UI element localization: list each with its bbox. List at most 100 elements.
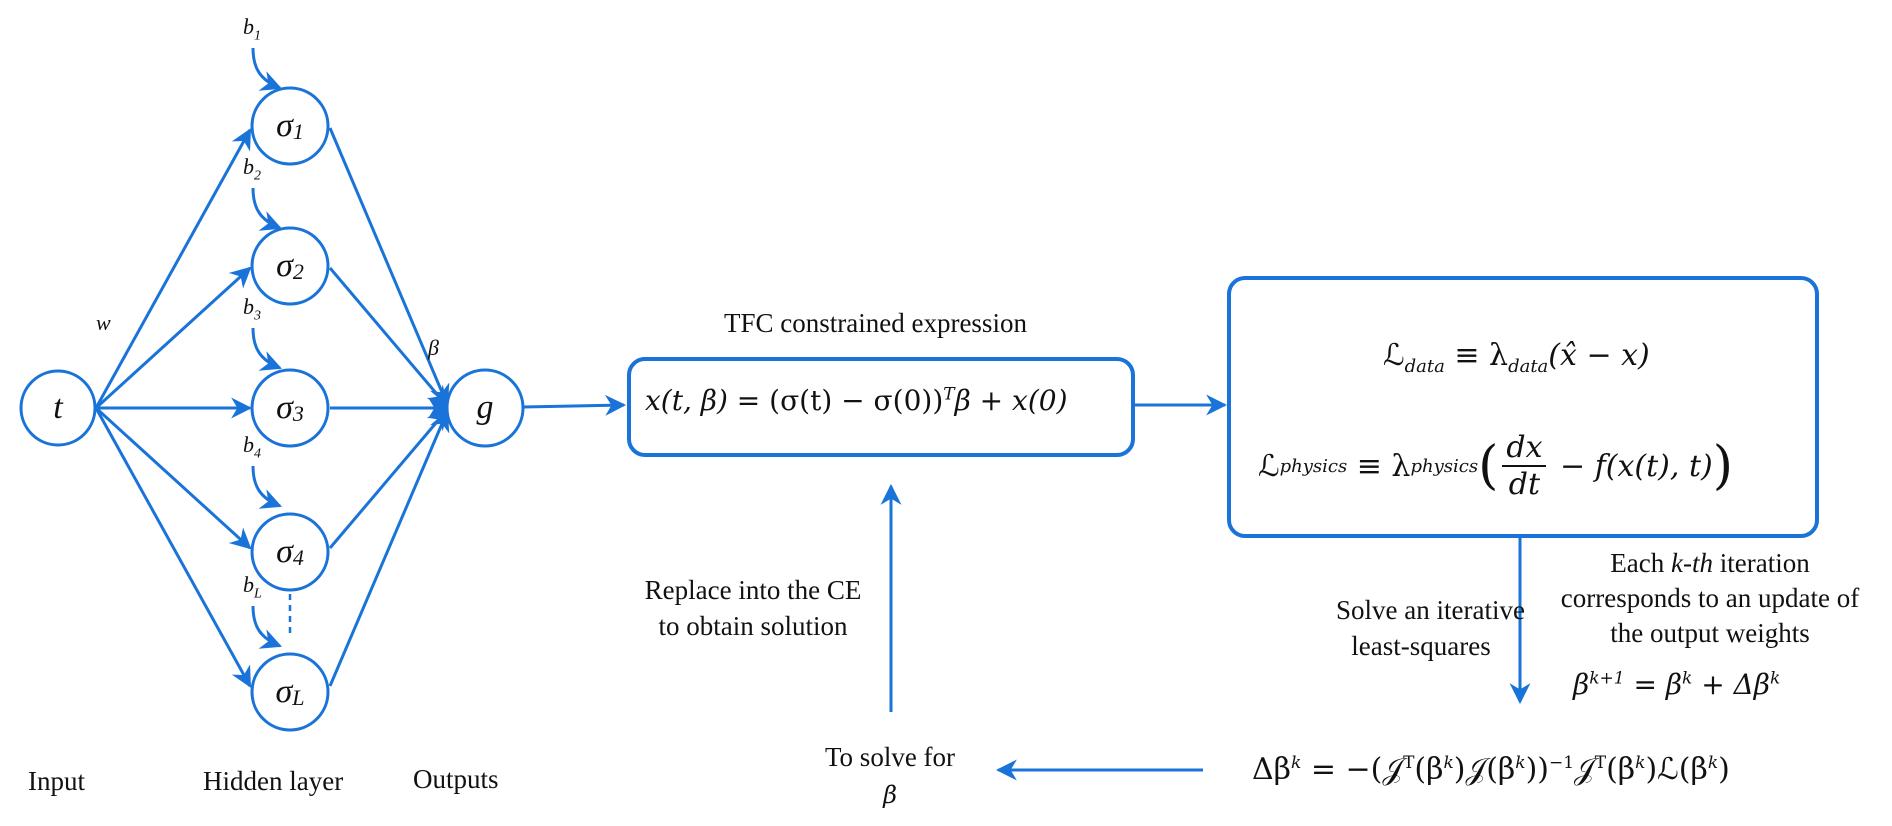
hidden-node-subscript: 2 — [292, 259, 304, 284]
bias-subscript: 4 — [254, 446, 261, 462]
delta-beta-lhs: Δβ — [1252, 752, 1292, 787]
solve-iterative-line1: Solve an iterative — [1336, 595, 1525, 625]
bias-arrow-4 — [251, 465, 282, 509]
edge-input-hiddenL — [94, 407, 252, 688]
loss-symbol: ℒ — [1383, 338, 1405, 373]
delta-beta-equation: Δβk = −(𝒥T(βk)𝒥(βk))−1𝒥T(βk)ℒ(βk) — [1252, 752, 1730, 787]
kth-iteration-text: Each k-th iteration corresponds to an up… — [1540, 546, 1880, 651]
tfc-eq-paren: (σ(t) − σ(0)) — [769, 384, 944, 417]
edge-hidden4-output — [328, 408, 449, 549]
bias-symbol: b — [243, 14, 254, 39]
loss-sub: physics — [1279, 455, 1348, 477]
edge-hidden2-output — [328, 267, 449, 408]
layer-label-input: Input — [28, 766, 85, 796]
hidden-node-4-circle — [250, 512, 330, 592]
loss-physics-tail: − f(x(t), t) — [1550, 448, 1713, 484]
loss-equiv: ≡ λ — [1444, 338, 1509, 373]
replace-ce-line2: to obtain solution — [658, 611, 848, 641]
beta-plus: + Δβ — [1692, 668, 1770, 701]
hidden-node-subscript: 3 — [292, 401, 304, 426]
tfc-eq-lhs: x(t, β) = — [645, 384, 770, 417]
loss-data-equation: ℒdata ≡ λdata(x̂ − x) — [1383, 338, 1650, 377]
bias-subscript: L — [254, 586, 262, 602]
bias-label-2: b2 — [243, 154, 261, 184]
input-node: t — [18, 368, 98, 448]
replace-ce-text: Replace into the CE to obtain solution — [628, 572, 878, 644]
bias-subscript: 3 — [254, 308, 261, 324]
bias-label-1: b1 — [243, 14, 261, 44]
tfc-box — [627, 357, 1135, 457]
beta-sup: k — [1682, 668, 1693, 689]
layer-label-hidden: Hidden layer — [203, 766, 344, 796]
loss-data-body: (x̂ − x) — [1548, 338, 1650, 373]
beta-sup: k — [1770, 668, 1781, 689]
input-node-label: t — [53, 389, 63, 426]
input-node-circle — [19, 369, 97, 447]
delta-eq: = −(𝒥 — [1301, 752, 1404, 787]
delta-part: T — [1594, 753, 1607, 773]
edge-hiddenL-output — [328, 410, 450, 687]
replace-ce-line1: Replace into the CE — [644, 575, 862, 605]
edge-hidden1-output — [328, 127, 450, 406]
hidden-node-subscript: 4 — [292, 545, 304, 570]
solve-iterative-text: Solve an iterative least-squares — [1336, 592, 1525, 664]
edge-input-hidden2 — [94, 266, 252, 410]
loss-equiv: ≡ λ — [1347, 448, 1411, 484]
loss-box — [1227, 276, 1819, 538]
kth-line2: corresponds to an update of — [1560, 583, 1860, 613]
bias-label-4: b4 — [243, 432, 261, 462]
tfc-title: TFC constrained expression — [724, 308, 1027, 338]
to-solve-text: To solve for β — [800, 738, 980, 814]
lambda-sub: physics — [1410, 455, 1479, 477]
delta-part: k — [1707, 753, 1719, 773]
delta-part: (β — [1606, 752, 1636, 787]
hidden-node-2-circle — [250, 226, 330, 306]
tfc-eq-rhs: β + x(0) — [954, 384, 1068, 417]
tfc-eq-sup: T — [943, 384, 955, 405]
output-weight-label: β — [428, 335, 439, 360]
beta-update-equation: βk+1 = βk + Δβk — [1573, 668, 1780, 701]
delta-part: k — [1443, 753, 1454, 773]
bias-symbol: b — [243, 154, 254, 179]
layer-label-output: Outputs — [413, 764, 499, 794]
delta-part: 𝒥 — [1574, 752, 1595, 787]
bias-label-L: bL — [243, 572, 262, 602]
output-node: g — [445, 368, 525, 448]
hidden-node-L-circle — [250, 652, 330, 732]
hidden-node-1-circle — [250, 86, 330, 166]
beta: β — [1573, 668, 1590, 701]
delta-part: −1 — [1548, 753, 1575, 773]
kth-italic: k-th — [1671, 548, 1713, 578]
solve-iterative-line2: least-squares — [1351, 631, 1491, 661]
kth-line1: Each k-th iteration — [1540, 546, 1880, 581]
lambda-sub: data — [1508, 356, 1549, 377]
delta-part: )) — [1525, 752, 1549, 787]
delta-part: k — [1515, 753, 1526, 773]
bias-arrow-L — [251, 605, 282, 649]
bias-symbol: b — [243, 432, 254, 457]
fraction-numerator: dx — [1502, 430, 1547, 467]
loss-symbol: ℒ — [1258, 448, 1280, 484]
hidden-node-symbol: σ — [276, 389, 293, 426]
kth-line3: the output weights — [1610, 618, 1810, 648]
bias-label-3: b3 — [243, 294, 261, 324]
edge-output-tfc — [522, 394, 627, 416]
bias-arrow-2 — [251, 187, 282, 231]
hidden-node-subscript: 1 — [292, 119, 304, 144]
beta-eq: = β — [1624, 668, 1683, 701]
delta-sup: k — [1291, 753, 1302, 773]
right-paren: ) — [1712, 436, 1734, 496]
loss-sub: data — [1404, 356, 1445, 377]
delta-part: T — [1403, 753, 1415, 773]
delta-part: )ℒ(β — [1645, 752, 1708, 787]
input-weight-label: w — [96, 310, 111, 335]
delta-part: (β — [1414, 752, 1444, 787]
kth-pre: Each — [1610, 548, 1671, 578]
hidden-node-subscript: L — [292, 685, 305, 710]
